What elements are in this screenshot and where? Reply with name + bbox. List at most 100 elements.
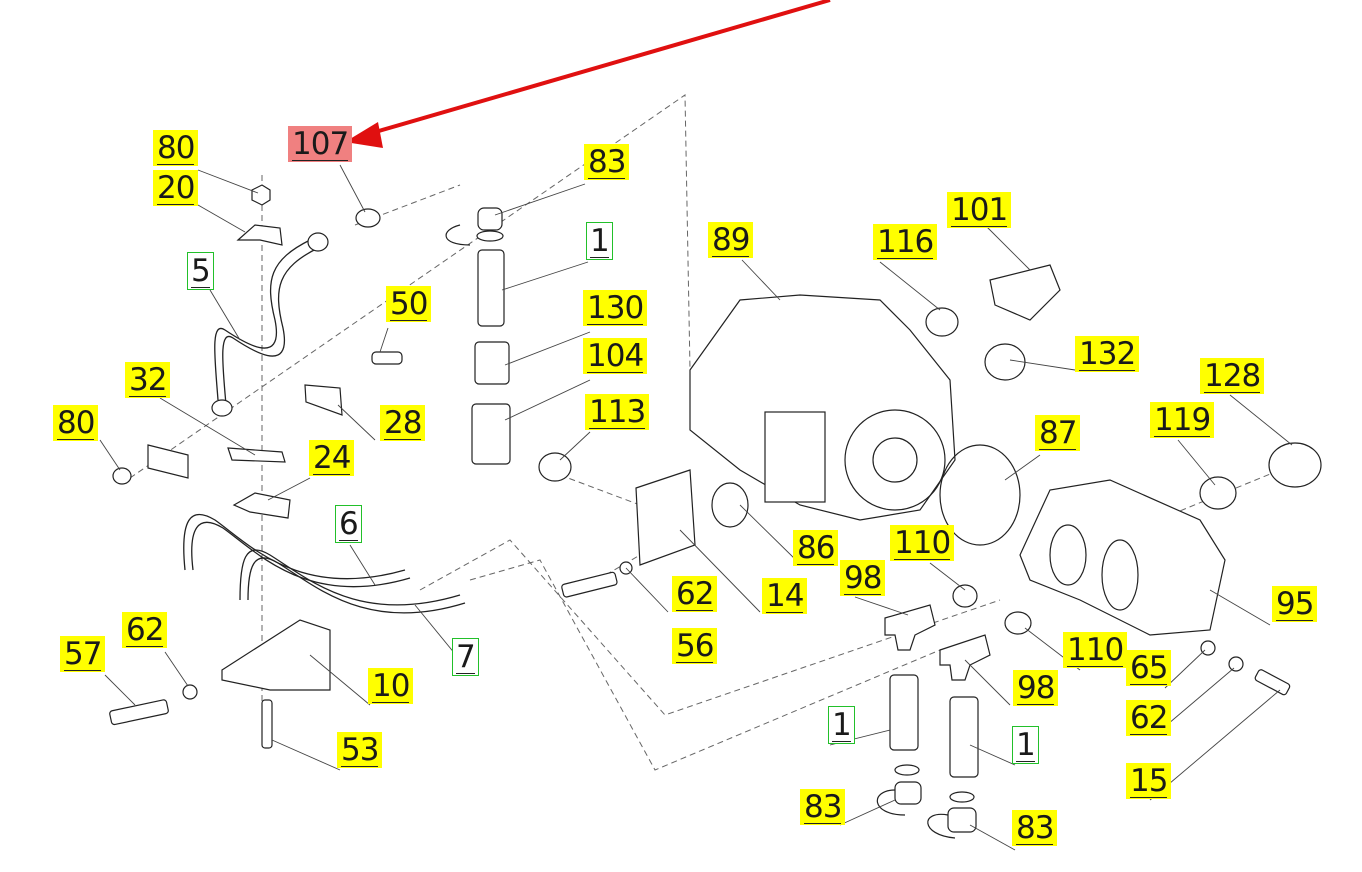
cap-strap [445, 224, 471, 246]
pipe-5-outline [222, 247, 319, 406]
callout-110-lower[interactable]: 110 [1063, 632, 1128, 668]
callout-65[interactable]: 65 [1126, 650, 1172, 686]
o-ring-86 [711, 482, 749, 528]
gear-pump-section [1049, 524, 1087, 586]
fitting-132 [984, 343, 1026, 381]
cap-strap [876, 789, 906, 816]
bolt-57 [109, 699, 169, 726]
callout-5[interactable]: 5 [187, 252, 214, 290]
callout-83-right[interactable]: 83 [1012, 810, 1058, 846]
bolt-53 [261, 699, 273, 749]
callout-20[interactable]: 20 [153, 170, 199, 206]
guide-line [469, 559, 941, 771]
callout-50[interactable]: 50 [386, 286, 432, 322]
cap-strap [927, 813, 956, 839]
callout-62-left[interactable]: 62 [122, 612, 168, 648]
callout-110[interactable]: 110 [890, 525, 955, 561]
callout-7[interactable]: 7 [452, 638, 479, 676]
pump-shaft [872, 437, 918, 483]
clamp-24 [232, 492, 291, 519]
callout-113[interactable]: 113 [585, 394, 650, 430]
pipe-nut [211, 399, 233, 417]
coupling-1-left [889, 674, 919, 751]
callout-83-left[interactable]: 83 [800, 789, 846, 825]
pipe-parts [183, 239, 466, 614]
callout-119[interactable]: 119 [1150, 402, 1215, 438]
nut-80-top [251, 184, 271, 206]
o-ring [949, 791, 975, 803]
clamp-20 [236, 224, 283, 246]
callout-104[interactable]: 104 [583, 338, 648, 374]
adapter-113 [538, 452, 572, 482]
callout-1[interactable]: 1 [586, 222, 613, 260]
callout-53[interactable]: 53 [337, 732, 383, 768]
callout-89[interactable]: 89 [708, 222, 754, 258]
callout-28[interactable]: 28 [380, 405, 426, 441]
callout-101[interactable]: 101 [947, 192, 1012, 228]
callout-107-highlighted[interactable]: 107 [288, 126, 353, 162]
callout-80-left[interactable]: 80 [53, 405, 99, 441]
plate-32 [147, 444, 189, 479]
callout-80[interactable]: 80 [153, 130, 199, 166]
cap-83-right [947, 807, 977, 833]
shim-32 [227, 447, 286, 463]
callout-98-lower[interactable]: 98 [1013, 670, 1059, 706]
coupling-1-top [477, 249, 505, 327]
callout-1-left[interactable]: 1 [828, 706, 855, 744]
pipe-nut [307, 232, 329, 252]
arrow-head-icon [345, 122, 383, 148]
cap-83-top [477, 207, 503, 231]
callout-87[interactable]: 87 [1035, 415, 1081, 451]
pipe-6-outline [191, 521, 411, 588]
pump-port-plate [764, 411, 826, 503]
o-ring [476, 230, 504, 242]
pipe-5 [214, 239, 311, 401]
component-shapes [109, 184, 1322, 839]
tee-101 [989, 264, 1061, 321]
guide-line [559, 474, 641, 506]
callout-15[interactable]: 15 [1126, 763, 1172, 799]
tee-98-left [884, 604, 936, 651]
nut-128 [1268, 442, 1322, 488]
callout-116[interactable]: 116 [873, 224, 938, 260]
adapter-130 [474, 341, 510, 385]
tee-104 [471, 403, 511, 465]
callout-14[interactable]: 14 [762, 578, 808, 614]
callout-95[interactable]: 95 [1272, 586, 1318, 622]
callout-62-mid[interactable]: 62 [672, 576, 718, 612]
callout-56[interactable]: 56 [672, 628, 718, 664]
callout-6[interactable]: 6 [335, 505, 362, 543]
pointer-arrow [345, 0, 831, 148]
pump-89 [689, 294, 956, 521]
adapter-110-upper [952, 584, 978, 608]
coupling-1-right [949, 696, 979, 778]
callout-1-right[interactable]: 1 [1012, 726, 1039, 764]
callout-62-right[interactable]: 62 [1126, 700, 1172, 736]
washer-62-right [1228, 656, 1244, 672]
callout-24[interactable]: 24 [309, 440, 355, 476]
nut-80-left [112, 467, 132, 485]
cap-83-left [894, 781, 922, 805]
callout-98[interactable]: 98 [840, 560, 886, 596]
adapter-119 [1199, 476, 1237, 510]
bolt-56 [561, 571, 618, 598]
callout-57[interactable]: 57 [60, 636, 106, 672]
pin-50 [371, 351, 403, 365]
o-ring [894, 764, 920, 776]
tee-98-right [939, 634, 991, 681]
block-14 [635, 469, 696, 566]
pipe-6 [183, 513, 406, 580]
bracket-10 [221, 619, 331, 691]
callout-130[interactable]: 130 [583, 290, 648, 326]
callout-32[interactable]: 32 [125, 362, 171, 398]
gear-pump-95 [1019, 479, 1226, 636]
callout-132[interactable]: 132 [1075, 336, 1140, 372]
fitting-107 [355, 208, 381, 228]
o-ring-87 [939, 444, 1021, 546]
callout-128[interactable]: 128 [1200, 358, 1265, 394]
callout-10[interactable]: 10 [368, 668, 414, 704]
washer-65 [1200, 640, 1216, 656]
callout-83[interactable]: 83 [584, 144, 630, 180]
callout-86[interactable]: 86 [793, 530, 839, 566]
